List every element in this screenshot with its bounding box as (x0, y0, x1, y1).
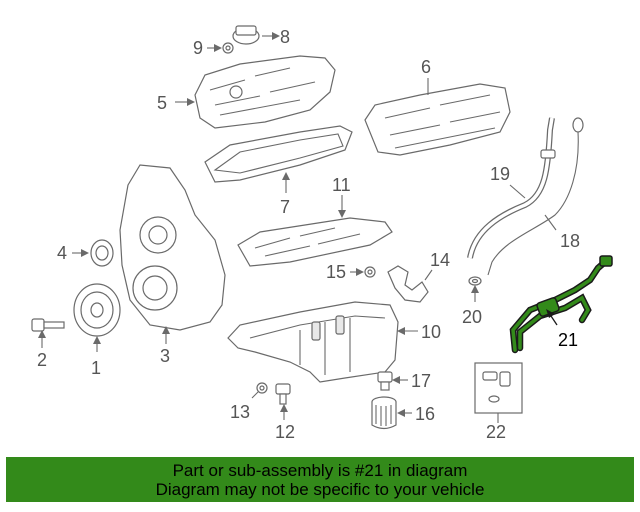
callout-6: 6 (421, 57, 431, 77)
callout-22: 22 (486, 422, 506, 442)
part-oil-pan (227, 301, 418, 383)
part-washer (350, 266, 376, 278)
highlight-banner: Part or sub-assembly is #21 in diagram D… (6, 457, 634, 502)
part-valve-cover-right (364, 78, 511, 156)
part-filter-adapter (377, 371, 408, 391)
part-oil-sensor (387, 265, 433, 303)
part-drain-plug (275, 383, 291, 420)
part-oil-filler-cap (232, 25, 280, 45)
callout-9: 9 (193, 38, 203, 58)
callout-1: 1 (91, 358, 101, 378)
part-oring (468, 276, 482, 302)
part-bolt (31, 318, 65, 348)
engine-parts-diagram: 1 2 3 4 5 6 7 8 9 10 11 12 13 14 15 16 1… (31, 25, 613, 442)
banner-line-2: Diagram may not be specific to your vehi… (155, 480, 485, 499)
part-seal-kit (474, 362, 523, 423)
part-dipstick-tube (467, 117, 556, 259)
part-valve-cover-left (175, 55, 336, 129)
callout-2: 2 (37, 350, 47, 370)
callout-17: 17 (411, 371, 431, 391)
callout-21: 21 (558, 330, 578, 350)
callout-4: 4 (57, 243, 67, 263)
part-dipstick (487, 117, 584, 276)
callout-7: 7 (280, 197, 290, 217)
banner-line-1: Part or sub-assembly is #21 in diagram (172, 461, 468, 480)
callout-19: 19 (490, 164, 510, 184)
callout-18: 18 (560, 231, 580, 251)
callout-16: 16 (415, 404, 435, 424)
callout-8: 8 (280, 27, 290, 47)
callout-20: 20 (462, 307, 482, 327)
part-oil-pan-gasket (237, 195, 393, 267)
part-cap-seal (207, 42, 234, 54)
callout-13: 13 (230, 402, 250, 422)
part-oil-cooler-line-highlighted (509, 255, 613, 354)
callout-14: 14 (430, 250, 450, 270)
callout-11: 11 (332, 175, 351, 195)
part-front-seal (72, 239, 114, 267)
part-valve-cover-gasket (204, 125, 353, 193)
part-oil-filter (371, 396, 412, 430)
part-crank-pulley (73, 283, 121, 352)
part-drain-washer (251, 382, 268, 399)
part-timing-cover (119, 164, 226, 344)
callout-5: 5 (157, 93, 167, 113)
callout-12: 12 (275, 422, 295, 442)
callout-3: 3 (160, 346, 170, 366)
callout-10: 10 (421, 322, 441, 342)
callout-15: 15 (326, 262, 346, 282)
